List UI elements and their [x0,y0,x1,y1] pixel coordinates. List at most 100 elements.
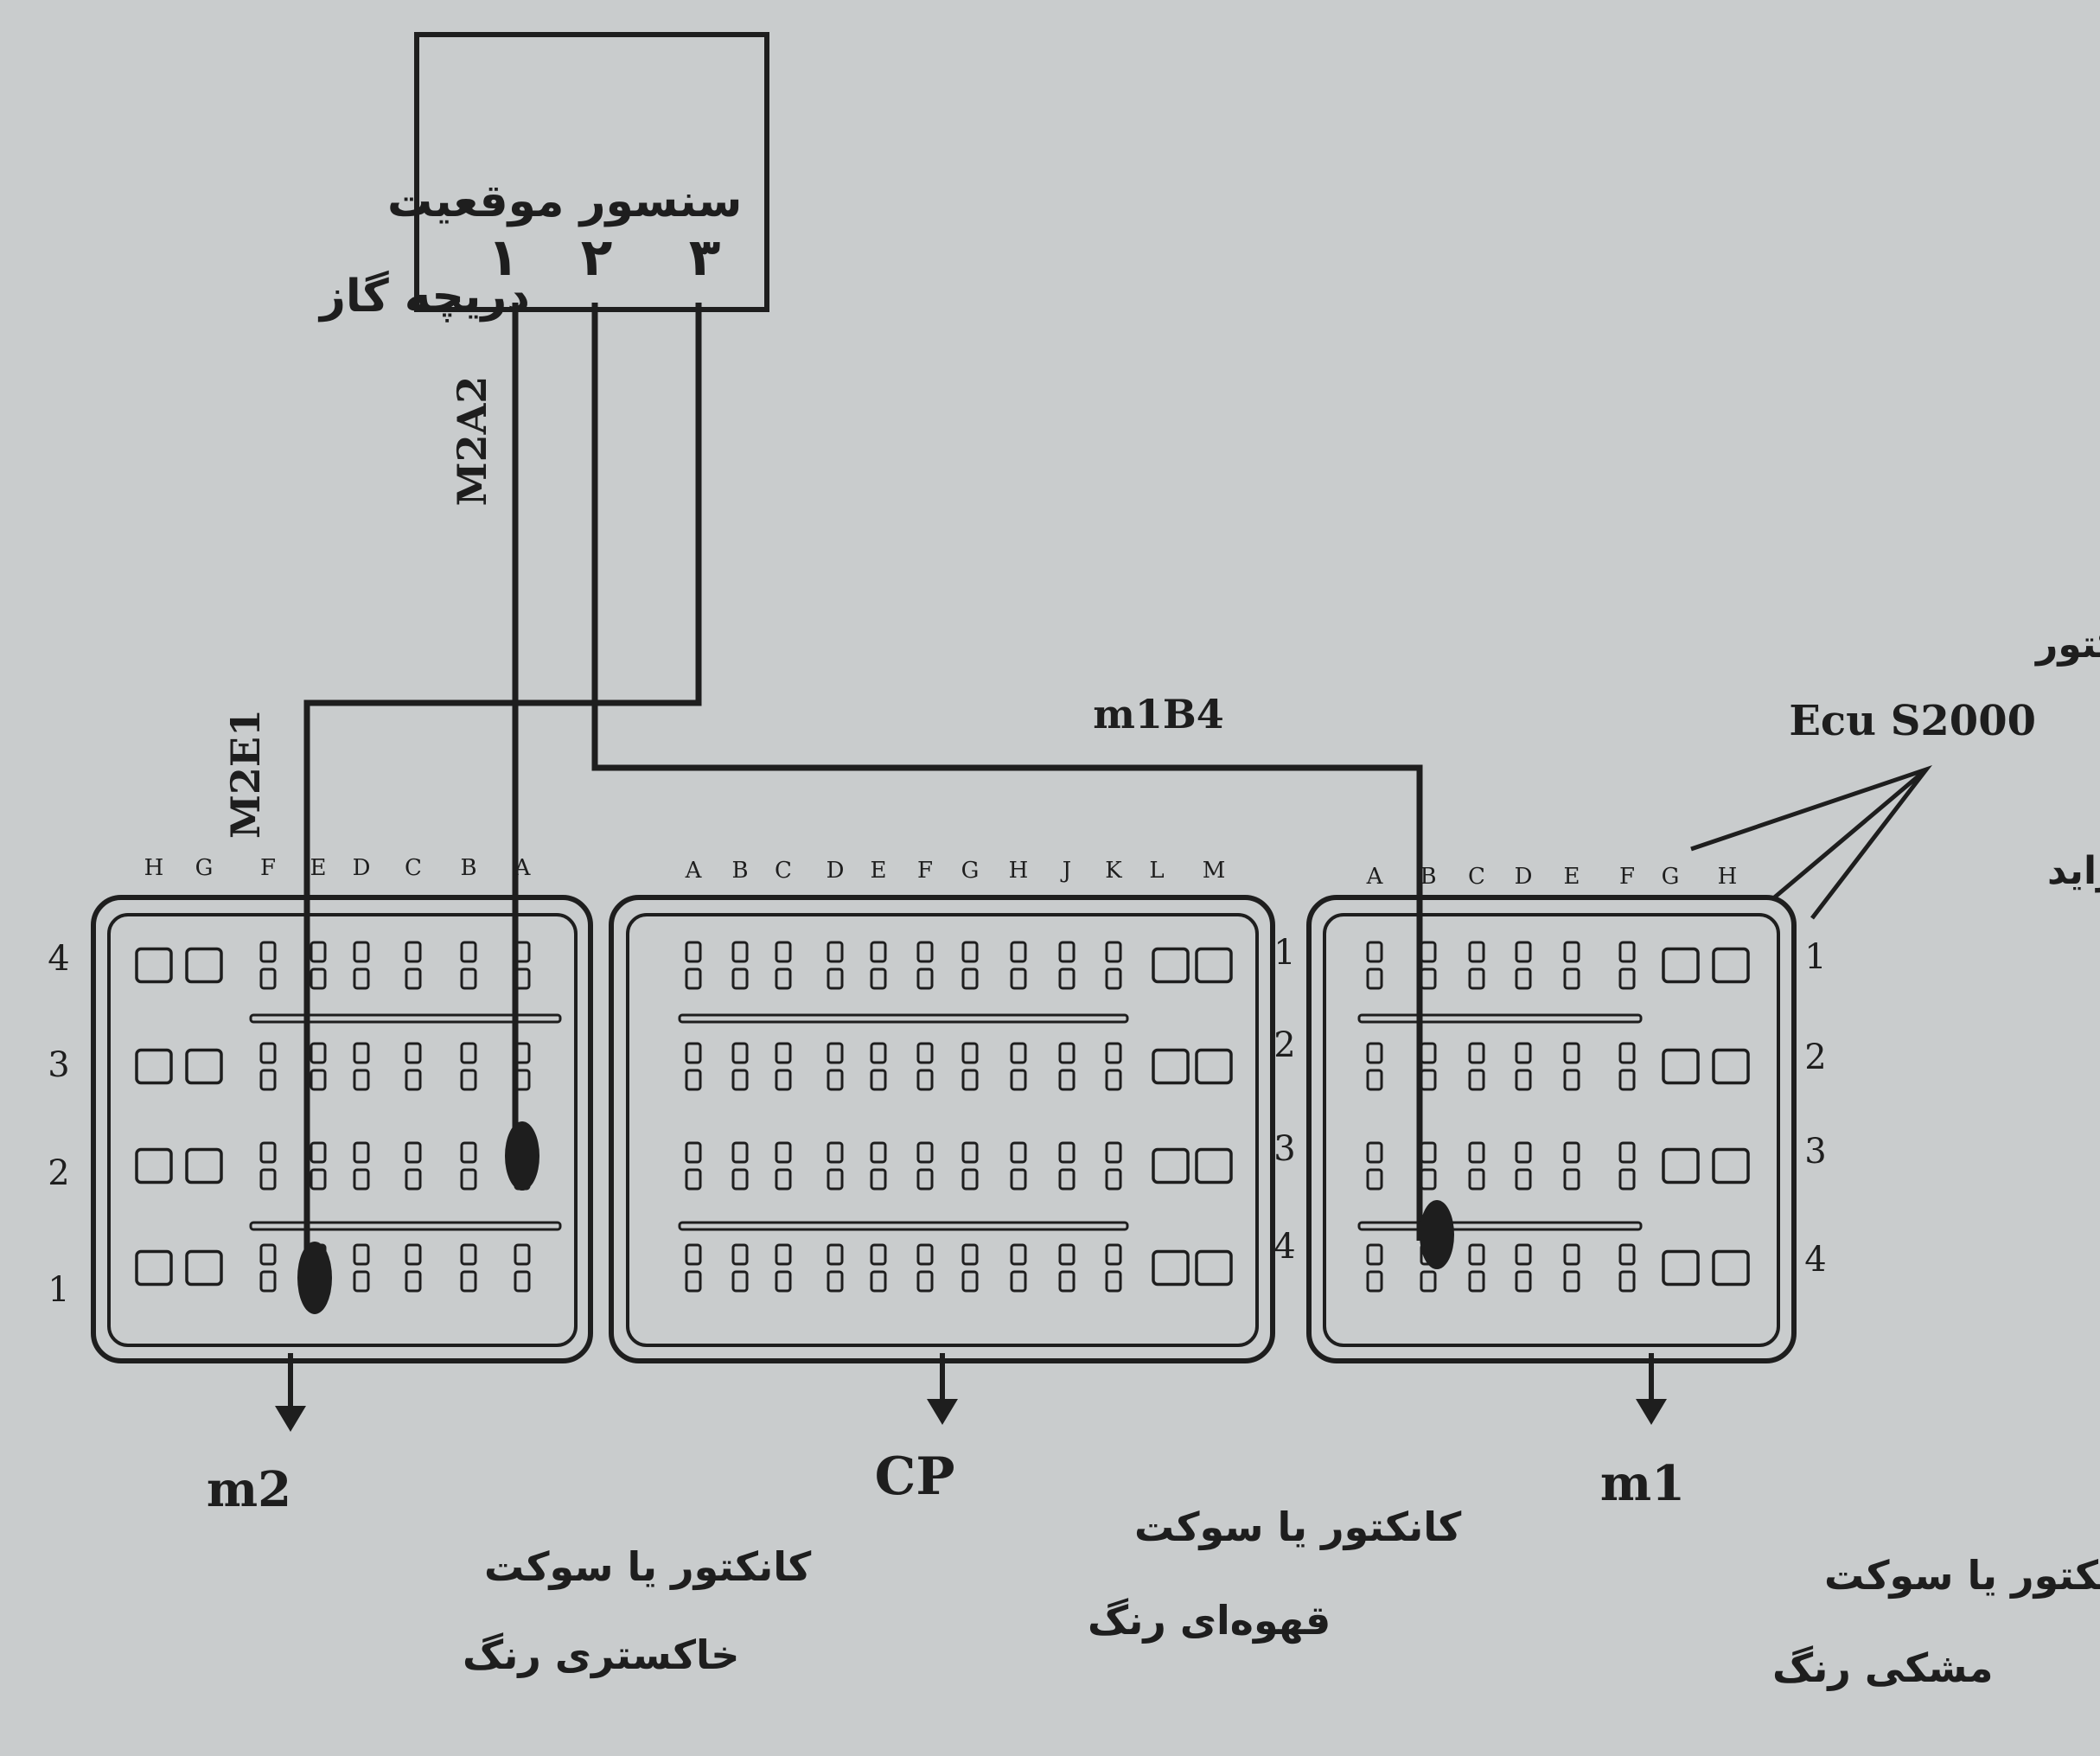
cp-row-label-1: 1 [1273,933,1295,973]
m2-pin [353,1168,370,1191]
m1-pin [1468,1243,1485,1266]
cp-pin [1010,1168,1027,1191]
probe-m1-b4 [1420,1200,1454,1269]
m2-row-label-2: 2 [48,1153,69,1193]
m1-pin [1563,1141,1580,1164]
cp-pin [827,1069,844,1091]
cp-pin [827,941,844,963]
m2-pin [259,1243,277,1266]
cp-pin [870,1069,887,1091]
m2-row-label-4: 4 [48,939,69,979]
m2-pin [514,1270,531,1293]
m1-large-pin [1712,1249,1750,1287]
m1-pin [1468,1141,1485,1164]
cp-pin [1105,1270,1122,1293]
m2-large-pin [185,1048,223,1085]
connector-name-cp: CP [875,1446,955,1507]
cp-pin [1058,941,1076,963]
m1-pin [1515,1243,1532,1266]
m2-pin [460,967,477,990]
callout-line2: Ecu S2000 [1789,697,2036,745]
cp-pin [870,1141,887,1164]
m2-pin [514,1069,531,1091]
m1-pin [1563,941,1580,963]
cp-pin [731,1243,749,1266]
caption-cp-line1: کانکتور یا سوکت [1134,1504,1461,1550]
m2-large-pin [135,947,173,984]
m2-large-pin [135,1048,173,1085]
m2-pin [405,967,422,990]
m2-column-label-E: E [310,855,327,881]
cp-column-label-B: B [731,858,748,884]
m2-row-label-1: 1 [48,1270,69,1310]
cp-pin [1058,1270,1076,1293]
m2-pin [353,1141,370,1164]
m2-pin [405,1069,422,1091]
m1-separator-bar [1357,1221,1643,1231]
cp-pin [731,1270,749,1293]
m2-pin [259,1069,277,1091]
cp-pin [961,1141,979,1164]
m1-pin [1366,967,1383,990]
cp-pin [961,1270,979,1293]
caption-m2-line2: خاکستری رنگ [463,1631,739,1678]
m1-column-label-F: F [1619,864,1635,890]
m1-pin [1366,1141,1383,1164]
arrow-m2 [275,1353,306,1432]
m1-pin [1420,1042,1437,1064]
pin-grids [135,941,1750,1293]
cp-pin [1058,967,1076,990]
m1-column-label-H: H [1718,864,1738,890]
m1-large-pin [1662,1249,1700,1287]
m1-pin [1563,967,1580,990]
cp-pin [1010,1243,1027,1266]
m1-pin [1618,1243,1636,1266]
m1-large-pin [1662,1048,1700,1085]
m1-pin [1366,1042,1383,1064]
wire-label-m1b4: m1B4 [1093,691,1224,738]
cp-pin [775,1042,792,1064]
callout-line [1771,768,1928,901]
wire-m1b4 [591,303,1423,1241]
m2-separator-bar [249,1013,562,1024]
m2-pin [310,1069,327,1091]
cp-column-label-L: L [1149,858,1164,884]
cp-large-pin [1152,1048,1190,1085]
cp-pin [870,1270,887,1293]
cp-pin [731,1168,749,1191]
cp-column-label-C: C [775,858,792,884]
m1-pin [1366,1069,1383,1091]
cp-pin [775,941,792,963]
cp-pin [731,1042,749,1064]
m2-pin [460,1168,477,1191]
m2-large-pin [185,1249,223,1287]
cp-pin [1010,1069,1027,1091]
m2-column-label-B: B [460,855,476,881]
m1-column-label-A: A [1366,864,1384,890]
caption-m1-line2: مشکی رنگ [1772,1644,1993,1691]
cp-pin [916,941,934,963]
m1-column-label-C: C [1468,864,1485,890]
cp-row-label-4: 4 [1273,1227,1295,1267]
m1-column-label-B: B [1420,864,1436,890]
m2-pin [460,1243,477,1266]
cp-pin [685,1141,702,1164]
cp-column-label-E: E [871,858,887,884]
m2-column-label-G: G [195,855,214,881]
m2-column-label-A: A [514,855,532,881]
m1-pin [1468,1270,1485,1293]
m2-column-label-H: H [144,855,164,881]
m2-pin [353,1243,370,1266]
cp-pin [916,1141,934,1164]
m1-pin [1420,967,1437,990]
cp-separator-bar [678,1221,1129,1231]
m2-column-label-D: D [353,855,371,881]
connector-name-m2: m2 [207,1461,291,1518]
m1-pin [1420,1168,1437,1191]
cp-pin [685,1042,702,1064]
cp-pin [1010,1270,1027,1293]
cp-row-label-2: 2 [1273,1025,1295,1065]
caption-m1-line1: کانکتور یا سوکت [1824,1552,2100,1599]
m2-pin [310,1168,327,1191]
